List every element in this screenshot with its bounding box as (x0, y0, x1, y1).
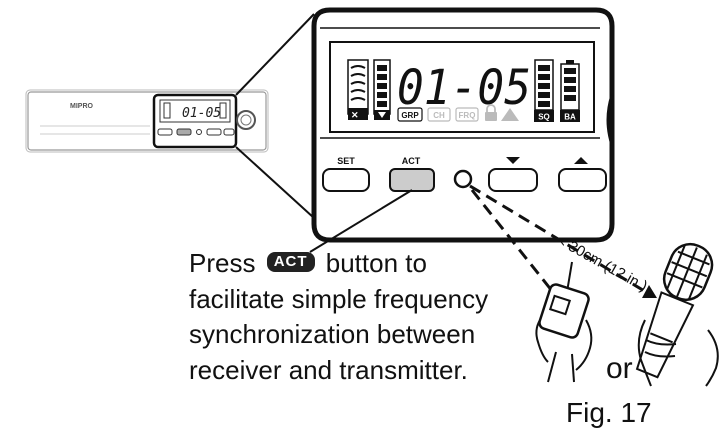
zoom-line-top (235, 13, 315, 96)
down-arrow-icon (506, 157, 520, 164)
af-level-bars (373, 59, 391, 120)
warning-icon (501, 108, 519, 121)
set-button[interactable] (322, 168, 370, 192)
battery-bars: BA (560, 60, 580, 122)
rf-signal-bars: ✕ (347, 59, 369, 120)
caption-line-2: facilitate simple frequency (189, 283, 489, 314)
handheld-microphone (635, 242, 719, 387)
frq-indicator: FRQ (459, 111, 476, 120)
zoom-line-bottom (235, 146, 315, 219)
lock-icon (485, 104, 497, 121)
receiver-unit: MIPRO 01-05 (25, 89, 269, 153)
caption-line-1: Press ACT button to (189, 246, 488, 282)
or-label: or (606, 352, 633, 385)
sq-indicator: SQ (538, 113, 550, 122)
instruction-caption: Press ACT button to facilitate simple fr… (189, 246, 488, 388)
up-arrow-icon (574, 157, 588, 164)
down-button[interactable] (488, 168, 538, 192)
ir-sensor (453, 169, 473, 189)
caption-button-to-text: button to (325, 248, 427, 278)
ch-indicator: CH (433, 111, 445, 120)
brand-logo: MIPRO (70, 103, 94, 110)
ba-indicator: BA (564, 113, 576, 122)
act-button[interactable] (389, 168, 435, 192)
antenna-icon: ✕ (351, 110, 359, 120)
act-badge: ACT (266, 252, 315, 273)
act-pointer-line (309, 189, 413, 253)
lcd-frequency-digits: 01-05 (397, 60, 531, 116)
caption-line-4: receiver and transmitter. (189, 354, 468, 385)
bodypack-transmitter (535, 261, 593, 383)
figure-label: Fig. 17 (566, 397, 652, 428)
caption-line-3: synchronization between (189, 319, 476, 349)
act-button-label: ACT (402, 156, 421, 166)
set-button-label: SET (337, 156, 355, 166)
lcd-indicator-row: GRP CH FRQ (397, 104, 519, 122)
receiver-mini-display: 01-05 (182, 106, 221, 121)
up-button[interactable] (558, 168, 607, 192)
grp-indicator: GRP (401, 111, 419, 120)
enlarged-panel: ✕ 01-05 GRP CH FRQ (311, 7, 615, 243)
af-down-icon (378, 112, 386, 118)
squelch-bars: SQ (534, 59, 554, 122)
caption-press-text: Press (189, 248, 256, 278)
